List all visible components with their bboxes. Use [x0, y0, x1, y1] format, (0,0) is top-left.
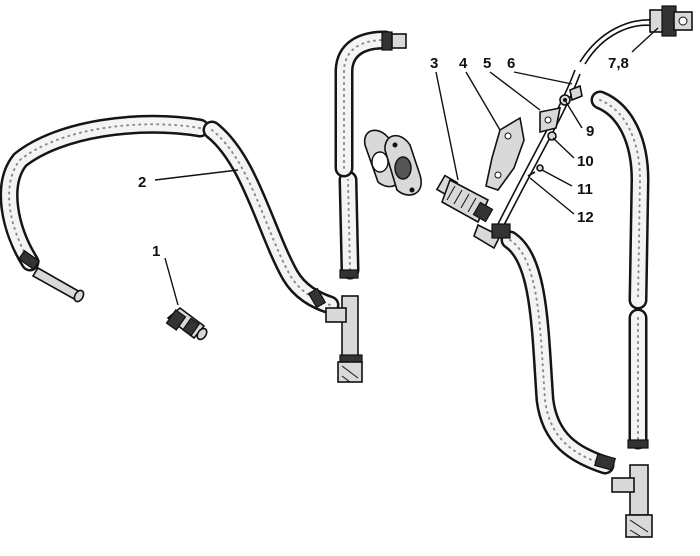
callout-4: 4: [459, 55, 468, 72]
center-tee-assembly: [307, 30, 407, 383]
hose-part-2: [0, 114, 340, 315]
callout-6: 6: [507, 55, 515, 72]
cable-knob-parts-7-8: [579, 5, 693, 65]
callout-2: 2: [138, 174, 146, 191]
callout-12: 12: [577, 209, 594, 226]
hardware-parts-9-12: [527, 84, 583, 177]
leader-lines: [154, 27, 659, 306]
callout-7-8: 7,8: [608, 55, 629, 72]
callout-1: 1: [152, 243, 160, 260]
callout-3: 3: [430, 55, 438, 72]
right-hose-assembly: [491, 90, 653, 538]
callout-5: 5: [483, 55, 491, 72]
callout-9: 9: [586, 123, 594, 140]
connector-part-1: [165, 306, 208, 341]
callout-10: 10: [577, 153, 594, 170]
callout-11: 11: [577, 181, 593, 198]
gasket-flange: [364, 129, 422, 196]
bracket-part-4: [485, 116, 525, 191]
